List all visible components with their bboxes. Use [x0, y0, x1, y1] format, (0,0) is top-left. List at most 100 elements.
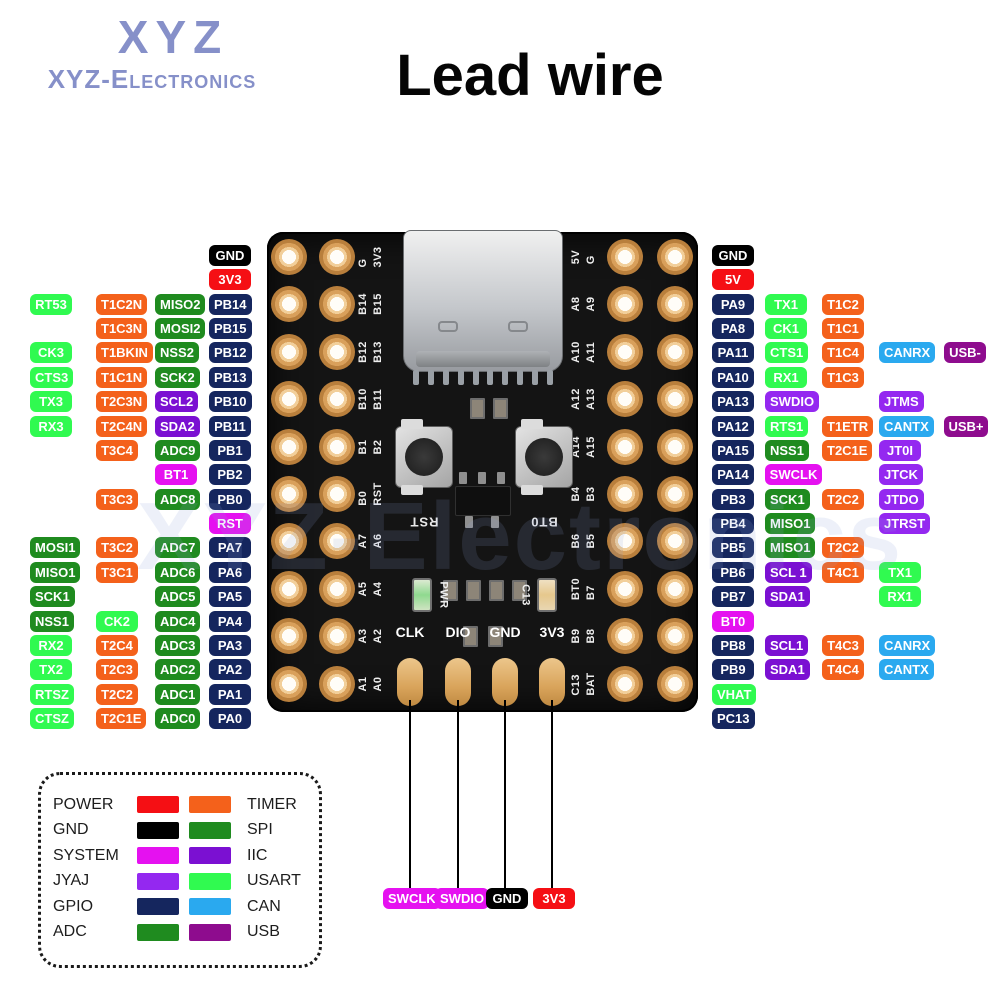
pin-badge: PA14 [712, 464, 754, 486]
pin-badge: T2C3N [96, 391, 148, 413]
pin-slot: PB6 [712, 561, 765, 583]
pin-badge: T2C2 [822, 488, 864, 510]
pin-badge: CANTX [879, 415, 934, 437]
pin-slot: SCL 1 [765, 561, 822, 583]
pin-badge: USB+ [944, 415, 988, 437]
pin-slot: JTCK [879, 464, 944, 486]
pin-slot: T2C3 [96, 659, 155, 681]
silk-text: A9 [584, 296, 597, 312]
pin-badge: CTSZ [30, 708, 74, 730]
pin-slot: BT1 [155, 464, 209, 486]
through-hole [319, 571, 355, 607]
through-hole [319, 334, 355, 370]
pin-slot: PB3 [712, 488, 765, 510]
pin-badge: PB10 [209, 391, 252, 413]
pin-badge: CK2 [96, 610, 138, 632]
pin-badge: JTMS [879, 391, 924, 413]
pin-slot: MOSI1 [30, 537, 96, 559]
pin-badge: TX2 [30, 659, 72, 681]
silk-text: G [357, 258, 369, 268]
legend-swatch [137, 872, 179, 890]
usb-leg [502, 370, 509, 385]
legend-label: GND [53, 821, 89, 839]
through-hole [657, 666, 693, 702]
legend-swatch [137, 898, 179, 916]
pin-slot: T2C3N [96, 391, 155, 413]
pin-slot: PA15 [712, 439, 765, 461]
page-title: Lead wire [396, 43, 664, 108]
pin-slot: PA13 [712, 391, 765, 413]
pin-slot: SCL2 [155, 391, 209, 413]
usb-connector-lip [416, 351, 550, 367]
pin-badge: MOSI2 [155, 318, 206, 340]
silk-text: A8 [570, 296, 582, 312]
silk-text: A4 [371, 581, 384, 597]
legend-swatch [189, 796, 231, 814]
through-hole [657, 571, 693, 607]
through-hole [607, 571, 643, 607]
silk-text: BT0 [570, 577, 582, 601]
pin-slot: T2C2 [822, 488, 879, 510]
pin-badge: 3V3 [209, 269, 251, 291]
through-hole [657, 239, 693, 275]
through-hole [319, 523, 355, 559]
pin-slot: CANTX [879, 659, 944, 681]
pin-slot: GND [712, 245, 765, 266]
usb-leg [532, 370, 538, 385]
pin-slot: GND [209, 245, 255, 266]
pin-badge: PA2 [209, 659, 251, 681]
pin-badge: JTCK [879, 464, 923, 486]
pin-slot: RX1 [879, 586, 944, 608]
pin-slot: PB15 [209, 318, 255, 340]
silk-text: B15 [371, 293, 384, 315]
pin-badge: PB14 [209, 293, 252, 315]
pin-slot: ADC3 [155, 634, 209, 656]
pin-badge: T2C1E [96, 708, 147, 730]
silk-text: B3 [584, 486, 597, 502]
pin-slot: ADC7 [155, 537, 209, 559]
pin-badge: T1ETR [822, 415, 874, 437]
pin-badge: PB6 [712, 561, 754, 583]
pin-badge: T2C2 [822, 537, 864, 559]
pin-slot: PB0 [209, 488, 255, 510]
pin-badge: TX1 [879, 561, 921, 583]
pin-badge: GND [712, 245, 754, 266]
silk-text: A0 [371, 676, 384, 692]
pin-slot: JT0I [879, 439, 944, 461]
usb-leg [413, 370, 419, 385]
pin-badge: PB9 [712, 659, 754, 681]
pin-badge: MISO1 [30, 561, 81, 583]
callout-line [551, 700, 553, 890]
pin-slot: PA10 [712, 366, 765, 388]
pin-slot: PA3 [209, 634, 255, 656]
silk-text: A6 [371, 533, 384, 549]
chip-pin [491, 516, 499, 528]
pin-slot: T3C2 [96, 537, 155, 559]
pin-badge: NSS1 [765, 439, 809, 461]
pin-badge: PA0 [209, 708, 251, 730]
programming-pad [445, 658, 471, 706]
silk-text: B5 [584, 533, 597, 549]
through-hole [657, 523, 693, 559]
silk-text: 3V3 [371, 246, 384, 268]
legend-swatch [137, 923, 179, 941]
silk-text: A1 [357, 676, 369, 692]
regulator-chip [455, 486, 511, 516]
pin-slot: SDA1 [765, 586, 822, 608]
pin-badge: PB0 [209, 488, 251, 510]
usb-leg [427, 370, 434, 385]
